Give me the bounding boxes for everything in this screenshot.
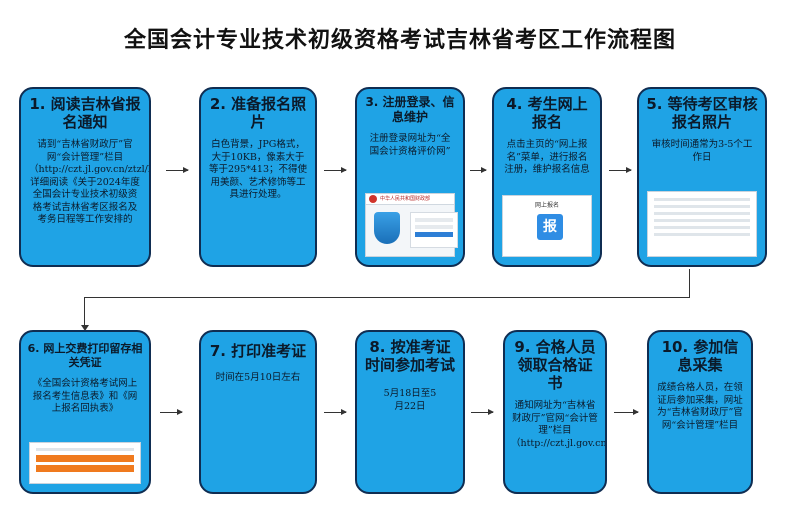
emblem-icon	[369, 195, 377, 203]
step-9-box: 9. 合格人员领取合格证书 通知网址为“吉林省财政厅”官网“会计管理”栏目（ht…	[503, 330, 607, 494]
shield-graphic	[374, 212, 400, 244]
step-5-description: 审核时间通常为3-5个工作日	[651, 139, 753, 163]
step-2-box: 2. 准备报名照片 白色背景，JPG格式，大于10KB，像素大于等于295*41…	[199, 87, 317, 267]
step-3-description: 注册登录网址为“全国会计资格评价网”	[369, 133, 451, 157]
connector-vertical-to-step-6	[84, 297, 85, 327]
step-7-heading: 7. 打印准考证	[209, 342, 307, 360]
arrow-7-to-8	[324, 409, 347, 415]
step-5-heading: 5. 等待考区审核报名照片	[646, 95, 758, 131]
arrow-4-to-5	[609, 167, 632, 173]
step-9-heading: 9. 合格人员领取合格证书	[514, 338, 596, 392]
step-6-heading: 6. 网上交费打印留存相关凭证	[27, 342, 143, 369]
connector-horizontal	[84, 297, 690, 298]
connector-arrowhead-down	[80, 325, 89, 331]
step-7-description: 时间在5月10日左右	[215, 372, 301, 383]
arrow-8-to-9	[471, 409, 494, 415]
step-4-heading: 4. 考生网上报名	[506, 95, 588, 131]
thumb-site-title: 中华人民共和国财政部	[380, 196, 431, 202]
arrow-6-to-7	[160, 409, 183, 415]
step-4-description: 点击主页的“网上报名”菜单，进行报名注册，维护报名信息	[504, 139, 590, 175]
step-8-description: 5月18日至5月22日	[383, 388, 437, 412]
login-form-graphic	[410, 212, 458, 248]
step-8-heading: 8. 按准考证时间参加考试	[364, 338, 455, 374]
step-1-description: 请到“吉林省财政厅”官网“会计管理”栏目（http://czt.jl.gov.c…	[29, 139, 151, 225]
step-8-box: 8. 按准考证时间参加考试 5月18日至5月22日	[355, 330, 465, 494]
review-form-thumbnail	[647, 191, 757, 257]
register-icon: 报	[537, 214, 563, 240]
step-10-heading: 10. 参加信息采集	[661, 338, 739, 374]
step-2-description: 白色背景，JPG格式，大于10KB，像素大于等于295*413；不得使用美颜、艺…	[209, 139, 308, 200]
step-2-heading: 2. 准备报名照片	[209, 95, 307, 131]
step-6-description: 《全国会计资格考试网上报名考生信息表》和《网上报名回执表》	[32, 378, 138, 414]
thumb-menu-title: 网上报名	[534, 202, 559, 209]
step-5-box: 5. 等待考区审核报名照片 审核时间通常为3-5个工作日	[637, 87, 767, 267]
orange-button-graphic	[36, 465, 134, 472]
connector-vertical-down	[689, 269, 690, 297]
step-7-box: 7. 打印准考证 时间在5月10日左右	[199, 330, 317, 494]
arrow-3-to-4	[470, 167, 487, 173]
step-10-box: 10. 参加信息采集 成绩合格人员，在领证后参加采集，网址为“吉林省财政厅”官网…	[647, 330, 753, 494]
step-1-heading: 1. 阅读吉林省报名通知	[29, 95, 141, 131]
page-title: 全国会计专业技术初级资格考试吉林省考区工作流程图	[123, 27, 676, 53]
online-registration-thumbnail: 网上报名 报	[502, 195, 592, 257]
registration-site-thumbnail: 中华人民共和国财政部	[365, 193, 458, 257]
step-4-box: 4. 考生网上报名 点击主页的“网上报名”菜单，进行报名注册，维护报名信息 网上…	[492, 87, 602, 267]
arrow-1-to-2	[166, 167, 189, 173]
step-6-box: 6. 网上交费打印留存相关凭证 《全国会计资格考试网上报名考生信息表》和《网上报…	[19, 330, 151, 494]
thumb-header-bar: 中华人民共和国财政部	[366, 194, 454, 205]
payment-page-thumbnail	[29, 442, 141, 484]
step-10-description: 成绩合格人员，在领证后参加采集，网址为“吉林省财政厅”官网“会计管理”栏目	[657, 382, 743, 431]
orange-button-graphic	[36, 455, 134, 462]
arrow-2-to-3	[324, 167, 347, 173]
step-9-description: 通知网址为“吉林省财政厅”官网“会计管理”栏目（http://czt.jl.go…	[511, 400, 607, 449]
step-3-heading: 3. 注册登录、信息维护	[365, 95, 455, 124]
arrow-9-to-10	[614, 409, 639, 415]
step-1-box: 1. 阅读吉林省报名通知 请到“吉林省财政厅”官网“会计管理”栏目（http:/…	[19, 87, 151, 267]
step-3-box: 3. 注册登录、信息维护 注册登录网址为“全国会计资格评价网” 中华人民共和国财…	[355, 87, 465, 267]
